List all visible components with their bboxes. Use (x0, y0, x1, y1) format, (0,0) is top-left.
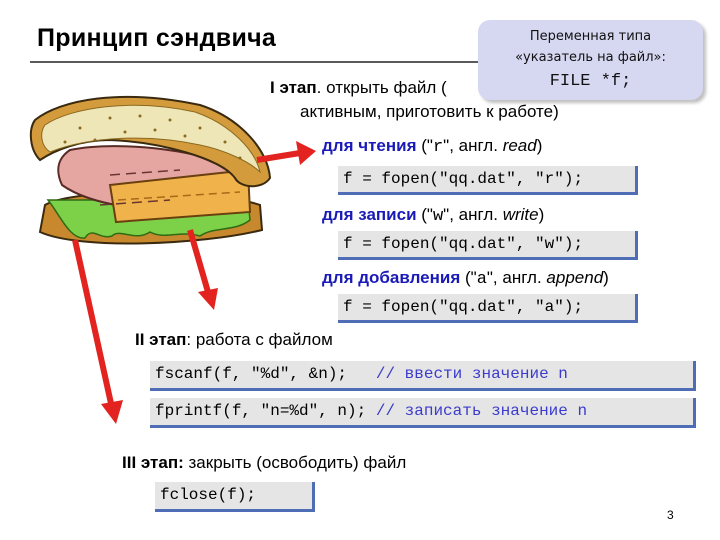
stage1-label: I этап (270, 78, 317, 97)
code-fopen-append: f = fopen("qq.dat", "a"); (338, 294, 638, 323)
stage-arrows (72, 141, 316, 424)
code-fopen-write: f = fopen("qq.dat", "w"); (338, 231, 638, 260)
stage3-heading: III этап: закрыть (освободить) файл (122, 453, 407, 472)
comment-fprintf: // записать значение n (375, 402, 588, 420)
stage2-heading: II этап: работа с файлом (135, 330, 333, 349)
code-fscanf: fscanf(f, "%d", &n); // ввести значение … (150, 361, 696, 391)
callout-line-2: «указатель на файл»: (515, 50, 666, 65)
stage1-text-b: активным, приготовить к работе) (300, 102, 559, 121)
stage1-text-a: . открыть файл ( (316, 78, 447, 97)
code-fprintf: fprintf(f, "n=%d", n); // записать значе… (150, 398, 696, 428)
mode-append: для добавления ("a", англ. append) (322, 268, 609, 289)
mode-write: для записи ("w", англ. write) (322, 205, 545, 226)
code-fopen-read: f = fopen("qq.dat", "r"); (338, 166, 638, 195)
callout-line-1: Переменная типа (529, 29, 652, 44)
comment-fscanf: // ввести значение n (375, 365, 568, 383)
page-number: 3 (667, 508, 674, 522)
stage1-heading: I этап. открыть файл ( (270, 78, 447, 98)
mode-read: для чтения ("r", англ. read) (322, 136, 543, 157)
slide-title: Принцип сэндвича (37, 24, 277, 52)
title-underline (30, 61, 702, 63)
code-fclose: fclose(f); (155, 482, 315, 512)
callout-code: FILE *f; (549, 72, 632, 91)
file-pointer-callout: Переменная типа «указатель на файл»: FIL… (478, 20, 703, 100)
